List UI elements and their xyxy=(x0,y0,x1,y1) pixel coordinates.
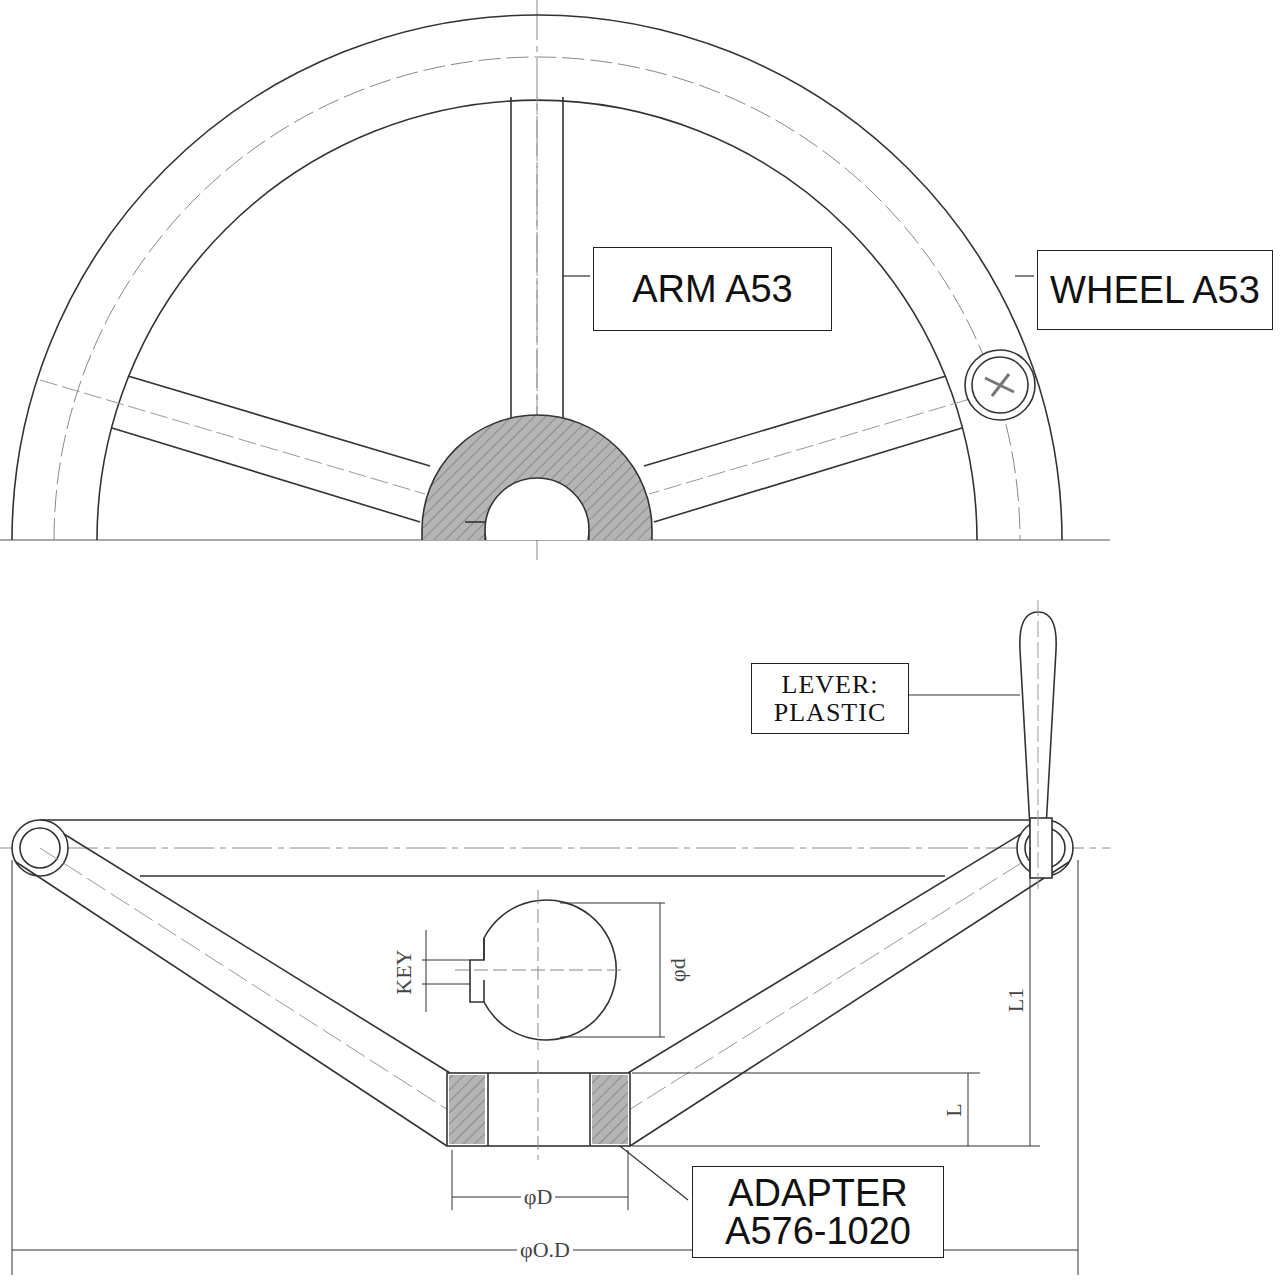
part-name: ARM A53 xyxy=(632,270,793,308)
top-view xyxy=(0,0,1110,592)
part-label-box: ADAPTER A576-1020 xyxy=(692,1166,944,1258)
part-name: WHEEL A53 xyxy=(1050,271,1260,309)
part-label-box: ARM A53 xyxy=(593,247,832,331)
dimension-label: φD xyxy=(521,1185,556,1209)
dimension-label: φd xyxy=(666,955,690,985)
side-view xyxy=(0,600,1110,1275)
part-name: LEVER: PLASTIC xyxy=(762,671,898,726)
dimension-label: L xyxy=(942,1100,966,1119)
dimension-label: φO.D xyxy=(517,1238,573,1262)
part-label-box: WHEEL A53 xyxy=(1037,250,1273,330)
part-name: ADAPTER A576-1020 xyxy=(703,1174,933,1250)
dimension-label: KEY xyxy=(392,946,416,997)
material-label-box: LEVER: PLASTIC xyxy=(751,663,909,734)
dimension-label: L1 xyxy=(1004,985,1028,1015)
